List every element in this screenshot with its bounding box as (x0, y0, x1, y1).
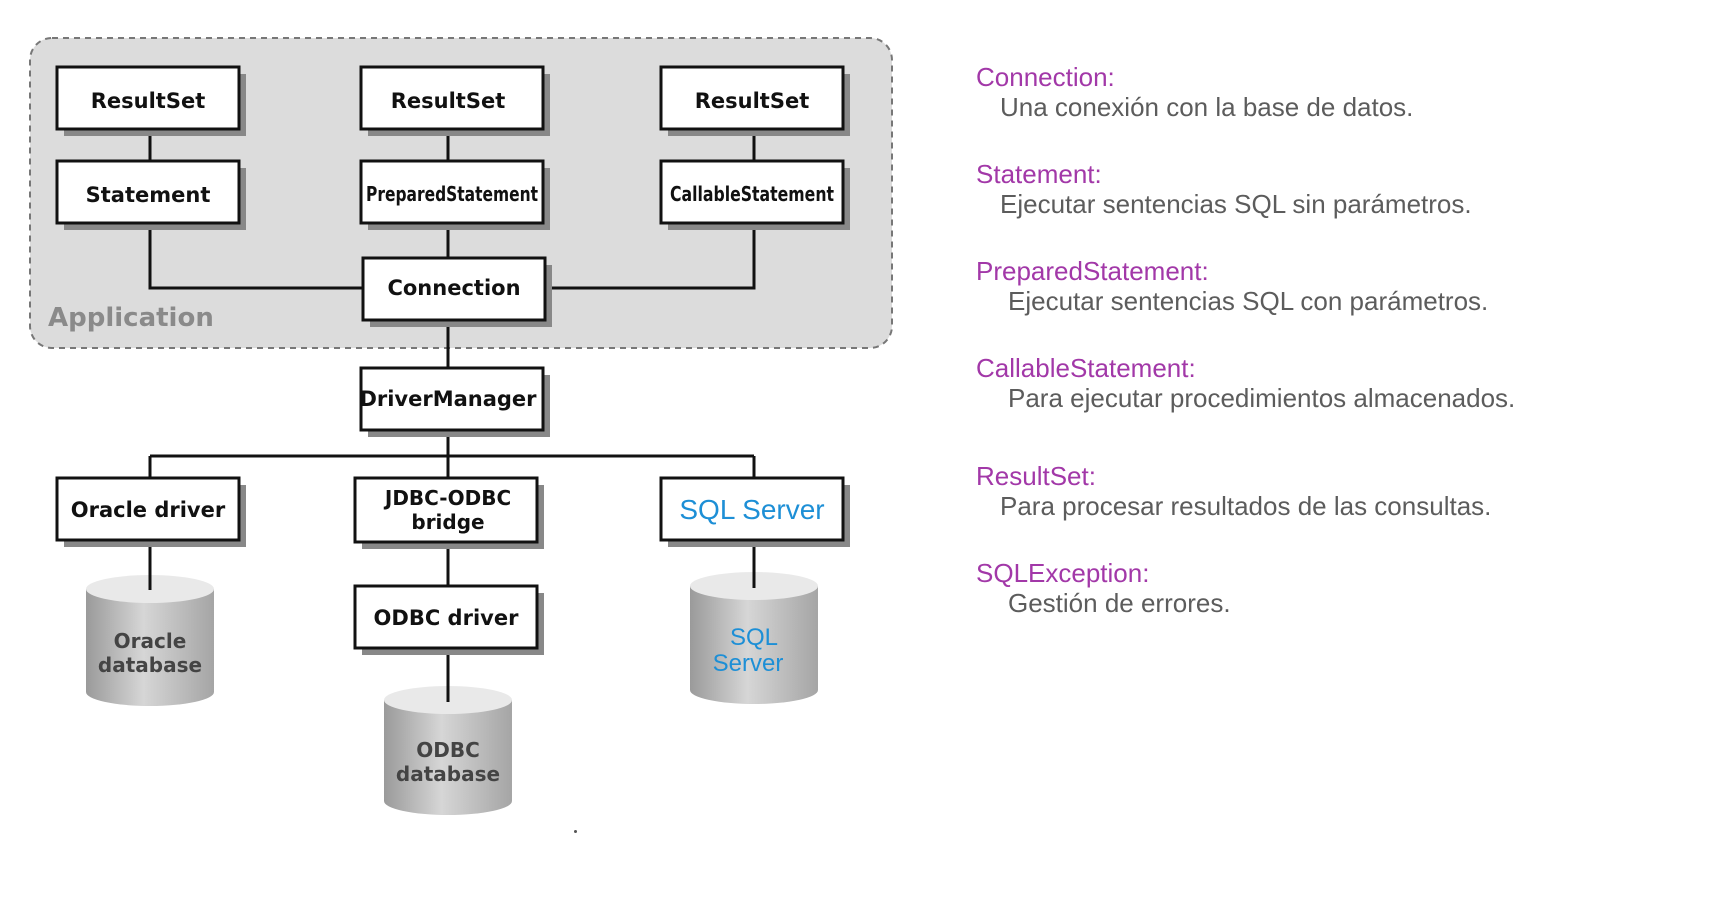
resultset-box-2-label: ResultSet (391, 89, 506, 113)
odbc-database-label-line1: ODBC (416, 738, 480, 762)
sql-server-database-label-line1: SQL (730, 624, 778, 651)
jdbc-odbc-bridge-line2: bridge (411, 510, 484, 534)
jdbc-architecture-diagram: Application ResultSet ResultSet ResultSe… (29, 37, 893, 815)
legend-term: Statement: (976, 159, 1102, 189)
prepared-statement-box: PreparedStatement (359, 159, 550, 230)
sql-server-database-cylinder: SQL Server (690, 572, 818, 704)
jdbc-odbc-bridge-box: JDBC-ODBC bridge (353, 476, 544, 549)
oracle-driver-box-label: Oracle driver (71, 498, 226, 522)
oracle-database-cylinder: Oracle database (86, 575, 214, 706)
callable-statement-box: CallableStatement (659, 159, 850, 230)
odbc-driver-box-label: ODBC driver (374, 606, 520, 630)
legend-description: Ejecutar sentencias SQL con parámetros. (1008, 286, 1489, 316)
resultset-box-3: ResultSet (659, 65, 850, 136)
sql-server-database-label-line2: Server (713, 650, 784, 677)
connector-lines (148, 130, 756, 700)
application-label: Application (48, 303, 214, 333)
legend-term: ResultSet: (976, 461, 1096, 491)
connection-box: Connection (361, 256, 552, 327)
legend-item-connection: Connection: Una conexión con la base de … (976, 62, 1413, 122)
odbc-database-label-line2: database (396, 762, 500, 786)
driver-manager-box-label: DriverManager (359, 387, 537, 411)
legend-term: PreparedStatement: (976, 256, 1209, 286)
sql-server-driver-box-label: SQL Server (679, 494, 824, 525)
legend-description: Una conexión con la base de datos. (1000, 92, 1414, 122)
resultset-box-2: ResultSet (359, 65, 550, 136)
legend-item-resultset: ResultSet: Para procesar resultados de l… (976, 461, 1491, 521)
legend-description: Gestión de errores. (1008, 588, 1231, 618)
legend-item-prepared-statement: PreparedStatement: Ejecutar sentencias S… (976, 256, 1488, 316)
statement-box-label: Statement (86, 183, 211, 207)
odbc-database-cylinder: ODBC database (384, 686, 512, 815)
connection-box-label: Connection (387, 276, 520, 300)
resultset-box-1: ResultSet (55, 65, 246, 136)
resultset-box-3-label: ResultSet (695, 89, 810, 113)
oracle-database-label-line1: Oracle (114, 629, 187, 653)
legend-description: Para ejecutar procedimientos almacenados… (1008, 383, 1516, 413)
legend-description: Para procesar resultados de las consulta… (1000, 491, 1492, 521)
legend-term: Connection: (976, 62, 1115, 92)
legend-item-statement: Statement: Ejecutar sentencias SQL sin p… (976, 159, 1472, 219)
legend-item-callable-statement: CallableStatement: Para ejecutar procedi… (976, 353, 1515, 413)
stray-dot (574, 830, 577, 833)
oracle-database-label-line2: database (98, 653, 202, 677)
legend-description: Ejecutar sentencias SQL sin parámetros. (1000, 189, 1472, 219)
oracle-driver-box: Oracle driver (55, 476, 246, 547)
legend-item-sqlexception: SQLException: Gestión de errores. (976, 558, 1231, 618)
legend-term: CallableStatement: (976, 353, 1196, 383)
callable-statement-box-label: CallableStatement (670, 182, 834, 206)
legend-term: SQLException: (976, 558, 1150, 588)
statement-box: Statement (55, 159, 246, 230)
prepared-statement-box-label: PreparedStatement (366, 182, 538, 206)
driver-manager-box: DriverManager (359, 366, 550, 437)
resultset-box-1-label: ResultSet (91, 89, 206, 113)
sql-server-driver-box: SQL Server (659, 476, 850, 547)
odbc-driver-box: ODBC driver (353, 584, 544, 655)
jdbc-odbc-bridge-line1: JDBC-ODBC (383, 486, 511, 510)
